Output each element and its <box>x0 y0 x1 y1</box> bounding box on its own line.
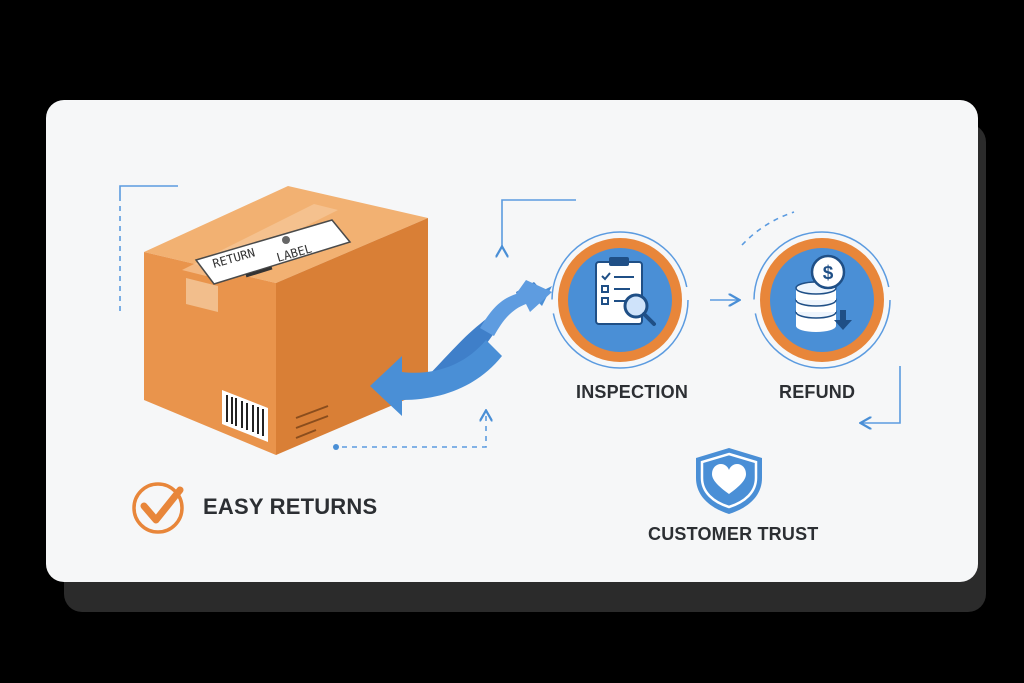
step-inspection <box>551 231 689 369</box>
dashed-path-dot <box>333 444 339 450</box>
diagram-canvas: RETURN LABEL <box>119 185 901 534</box>
dashed-arc-refund <box>741 211 795 246</box>
box-tape-flap <box>186 278 218 312</box>
easy-returns-label: EASY RETURNS <box>203 494 378 519</box>
coins-dollar-icon: $ <box>795 254 852 332</box>
refund-label: REFUND <box>779 382 856 402</box>
decorative-corner-lines <box>119 185 901 450</box>
svg-text:$: $ <box>823 263 834 284</box>
return-box: RETURN LABEL <box>144 186 428 455</box>
arrow-right-head <box>480 280 552 336</box>
shield-heart-icon <box>696 448 762 514</box>
returns-diagram-card: RETURN LABEL <box>46 100 978 582</box>
customer-trust-label: CUSTOMER TRUST <box>648 524 819 544</box>
clipboard-magnifier-icon <box>595 257 656 326</box>
return-curved-arrow <box>370 280 552 416</box>
box-side-marks <box>295 405 329 439</box>
checkmark-circle-icon <box>132 482 184 534</box>
corner-line-right <box>862 366 901 423</box>
corner-line-flow <box>502 199 576 248</box>
step-refund: $ <box>753 231 891 369</box>
barcode <box>222 390 268 442</box>
inspection-label: INSPECTION <box>576 382 689 402</box>
arrow-left-head <box>370 340 502 416</box>
dashed-path-return <box>342 412 486 448</box>
corner-line-top-left <box>119 185 178 196</box>
